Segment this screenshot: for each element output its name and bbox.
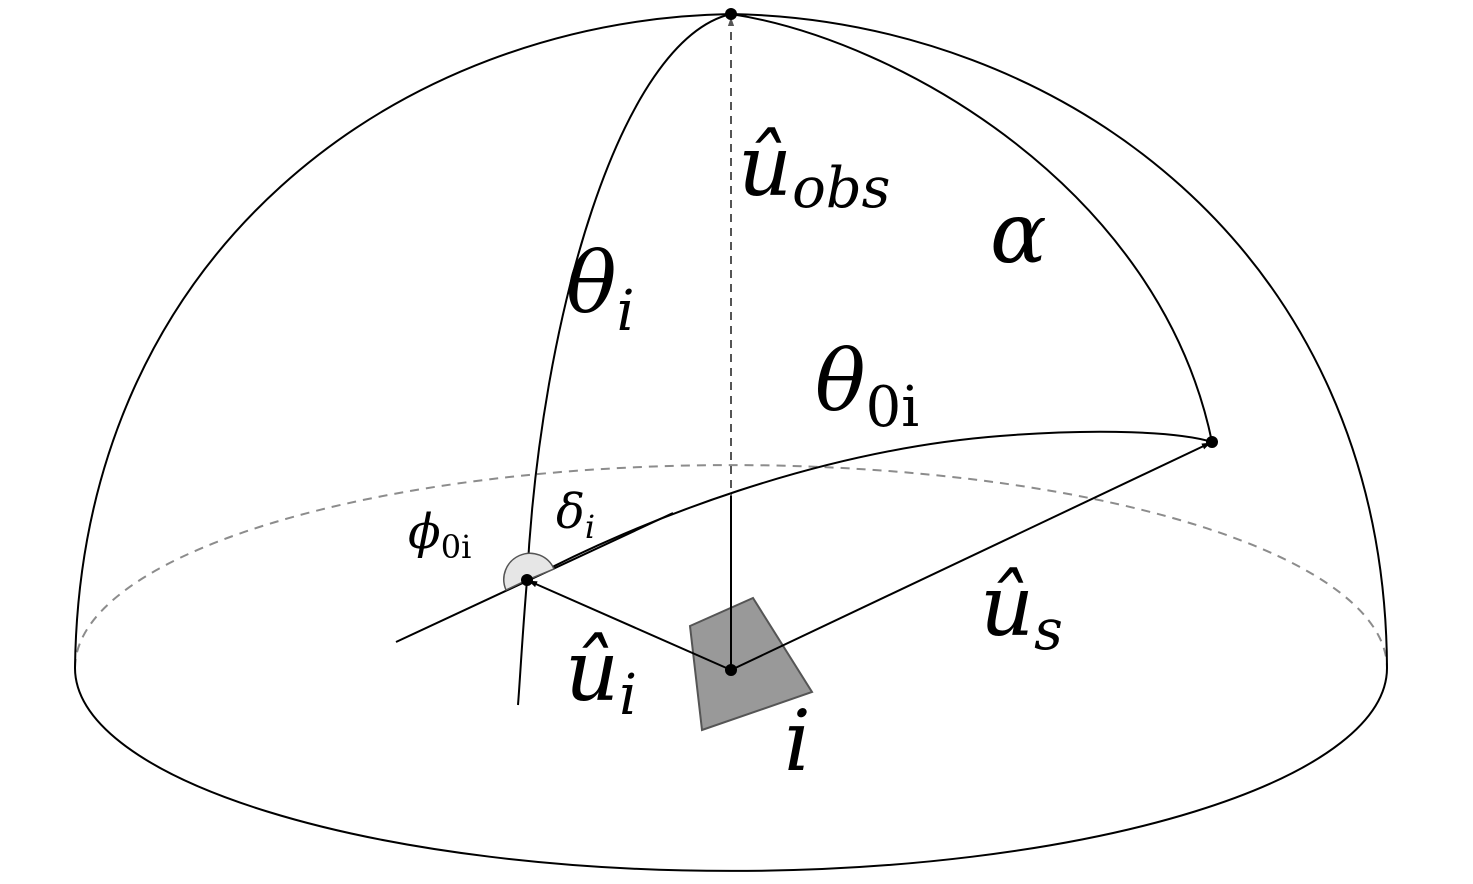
point-zenith [725, 8, 737, 20]
label-delta-i: δi [556, 484, 595, 546]
label-u-i: ûi [565, 622, 637, 728]
meridian-source [730, 13, 1213, 443]
label-phi-0i: ϕ0i [408, 504, 471, 566]
label-u-obs: ûobs [738, 117, 890, 221]
label-u-s: ûs [980, 557, 1063, 663]
point-u-i [521, 574, 533, 586]
angle-wedge-phi [503, 552, 555, 592]
vector-u-s [730, 442, 1211, 671]
label-panel-i: i [784, 692, 811, 790]
equator-back-dashed [74, 464, 1388, 669]
arc-theta-0i [526, 430, 1213, 581]
equator-front [74, 667, 1388, 872]
label-theta-0i: θ0i [815, 332, 919, 440]
label-alpha: α [990, 184, 1047, 282]
label-theta-i: θi [566, 234, 635, 344]
meridian-theta-i [517, 13, 732, 706]
point-panel-center [725, 664, 737, 676]
point-source [1206, 436, 1218, 448]
vector-u-i [528, 580, 732, 671]
